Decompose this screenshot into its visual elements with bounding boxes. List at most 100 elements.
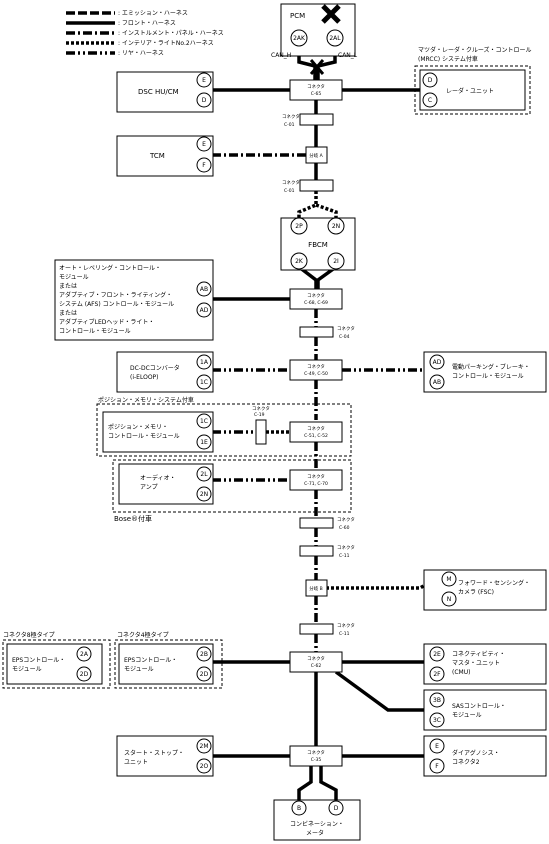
branch-b: 分岐 B (305, 579, 328, 597)
svg-text:コネクタ: コネクタ (307, 292, 325, 299)
connector-c35: コネクタ C-35 (289, 745, 343, 767)
startstop-module: スタート・ストップ・ ユニット 2M 2O (116, 735, 214, 777)
svg-text:F: F (202, 162, 206, 169)
pcm-pin-2ak-label: 2AK (293, 35, 306, 42)
wire-to-meter-b (297, 766, 313, 800)
svg-text:コネクタ: コネクタ (282, 179, 300, 186)
svg-text:2P: 2P (295, 223, 303, 230)
dlc-module: ダイアグノシス・ コネクタ2 E F (423, 735, 547, 777)
connector-c51: コネクタ C-51, C-52 (289, 421, 343, 443)
svg-text:アダプティブ・フロント・ライティング・: アダプティブ・フロント・ライティング・ (59, 291, 172, 299)
svg-text:コネクタ8極タイプ: コネクタ8極タイプ (3, 631, 55, 639)
connector-c71: コネクタ C-71, C-70 (289, 469, 343, 491)
connector-c60: コネクタ C-60 (299, 516, 355, 531)
afs-module: オート・レベリング・コントロール・ モジュール または アダプティブ・フロント・… (54, 259, 214, 341)
svg-text:コネクタ: コネクタ (307, 363, 325, 370)
svg-text:DC-DCコンバータ: DC-DCコンバータ (130, 364, 180, 372)
svg-text:3B: 3B (433, 697, 441, 704)
meter-module: コンビネーション・ メータ B D (273, 799, 361, 841)
pcm-module: PCM 2AK 2AL CAN_H CAN_L (271, 3, 358, 75)
dsc-module: DSC HU/CM E D (116, 71, 214, 113)
svg-text:分岐 A: 分岐 A (309, 152, 323, 159)
tcm-module: TCM E F (116, 135, 214, 177)
branch-a: 分岐 A (305, 146, 328, 164)
epb-module: 電動パーキング・ブレーキ・ コントロール・モジュール AD AB (423, 351, 547, 393)
pcm-pin-2al (326, 29, 344, 47)
svg-text:ダイアグノシス・: ダイアグノシス・ (452, 749, 500, 757)
svg-text:または: または (59, 310, 77, 317)
svg-text:SASコントロール・: SASコントロール・ (452, 703, 506, 710)
svg-text:2L: 2L (200, 471, 208, 478)
svg-text:オート・レベリング・コントロール・: オート・レベリング・コントロール・ (59, 264, 161, 272)
svg-text:1C: 1C (200, 418, 208, 425)
svg-text:2N: 2N (332, 223, 340, 230)
svg-text:E: E (202, 141, 206, 148)
svg-text:2E: 2E (433, 651, 441, 658)
svg-text:AB: AB (433, 379, 441, 386)
pcm-pin-2ak (290, 29, 308, 47)
svg-text:2I: 2I (333, 258, 339, 265)
legend-label-emission: : エミッション・ハーネス (118, 10, 188, 17)
svg-text:分岐 B: 分岐 B (309, 585, 323, 592)
svg-text:コネクタ: コネクタ (307, 425, 325, 432)
svg-text:C-68, C-69: C-68, C-69 (304, 300, 328, 306)
connector-c01a: コネクタ C-01 (282, 113, 334, 128)
svg-text:C-71, C-70: C-71, C-70 (304, 481, 328, 487)
sas-module: SASコントロール・ モジュール 3B 3C (423, 689, 547, 731)
radar-option-group: マツダ・レーダ・クルーズ・コントロール (MRCC) システム付車 レーダ・ユニ… (414, 46, 532, 115)
connector-c01b: コネクタ C-01 (282, 179, 334, 194)
wire-to-fbcm-2p (297, 191, 318, 220)
svg-text:コネクタ: コネクタ (337, 325, 355, 332)
svg-text:C-35: C-35 (311, 757, 322, 763)
connector-c11a: コネクタ C-11 (299, 544, 355, 559)
svg-text:E: E (435, 743, 439, 750)
svg-text:C-62: C-62 (311, 663, 322, 669)
svg-text:コネクタ: コネクタ (307, 655, 325, 662)
memory-option-title: ポジション・メモリ・システム付車 (98, 396, 194, 404)
svg-text:メータ: メータ (306, 829, 324, 837)
svg-text:C-01: C-01 (284, 122, 295, 128)
svg-text:C-19: C-19 (254, 412, 265, 418)
svg-text:2D: 2D (200, 671, 209, 678)
svg-text:2B: 2B (200, 651, 208, 658)
svg-text:オーディオ・: オーディオ・ (140, 474, 176, 482)
svg-text:D: D (428, 77, 433, 84)
svg-text:スタート・ストップ・: スタート・ストップ・ (124, 749, 184, 757)
eps4-option-group: コネクタ4極タイプ EPSコントロール・ モジュール 2B 2D (114, 631, 223, 689)
svg-text:または: または (59, 283, 77, 290)
svg-text:D: D (202, 97, 207, 104)
wire-fsc (326, 578, 435, 590)
svg-text:モジュール: モジュール (452, 712, 482, 719)
svg-text:2F: 2F (433, 671, 441, 678)
svg-text:C-04: C-04 (339, 334, 350, 340)
svg-text:コネクタ: コネクタ (337, 544, 355, 551)
fbcm-label: FBCM (308, 241, 328, 249)
svg-text:アンプ: アンプ (140, 484, 158, 491)
svg-text:コネクタ: コネクタ (252, 405, 270, 412)
svg-text:M: M (446, 576, 451, 583)
svg-text:2K: 2K (295, 258, 304, 265)
svg-text:コネクティビティ・: コネクティビティ・ (452, 650, 505, 658)
can-cut-x-icon (309, 59, 325, 75)
svg-text:マツダ・レーダ・クルーズ・コントロール: マツダ・レーダ・クルーズ・コントロール (418, 46, 532, 54)
audio-option-group: オーディオ・ アンプ 2L 2N Bose®付車 (112, 459, 352, 523)
svg-text:2A: 2A (80, 651, 89, 658)
svg-text:ポジション・メモリ・: ポジション・メモリ・ (108, 423, 168, 431)
svg-text:コネクタ: コネクタ (282, 113, 300, 120)
svg-text:システム (AFS) コントロール・モジュール: システム (AFS) コントロール・モジュール (59, 301, 174, 308)
svg-text:2M: 2M (200, 743, 209, 750)
legend-label-rear: : リヤ・ハーネス (118, 50, 164, 57)
connector-c11b: コネクタ C-11 (299, 622, 355, 637)
svg-text:AD: AD (433, 359, 442, 366)
svg-text:(i-ELOOP): (i-ELOOP) (130, 374, 159, 381)
connector-c04: コネクタ C-04 (299, 325, 355, 340)
svg-text:コネクタ: コネクタ (337, 516, 355, 523)
dcdc-module: DC-DCコンバータ (i-ELOOP) 1A 1C (116, 351, 214, 393)
svg-text:N: N (447, 596, 452, 603)
svg-text:B: B (297, 805, 301, 812)
disconnected-x-icon (321, 4, 341, 24)
svg-text:コネクタ2: コネクタ2 (452, 758, 480, 766)
svg-text:2D: 2D (80, 671, 89, 678)
svg-text:コントロール・モジュール: コントロール・モジュール (452, 373, 524, 380)
connector-c65: コネクタ C-65 (289, 79, 343, 101)
